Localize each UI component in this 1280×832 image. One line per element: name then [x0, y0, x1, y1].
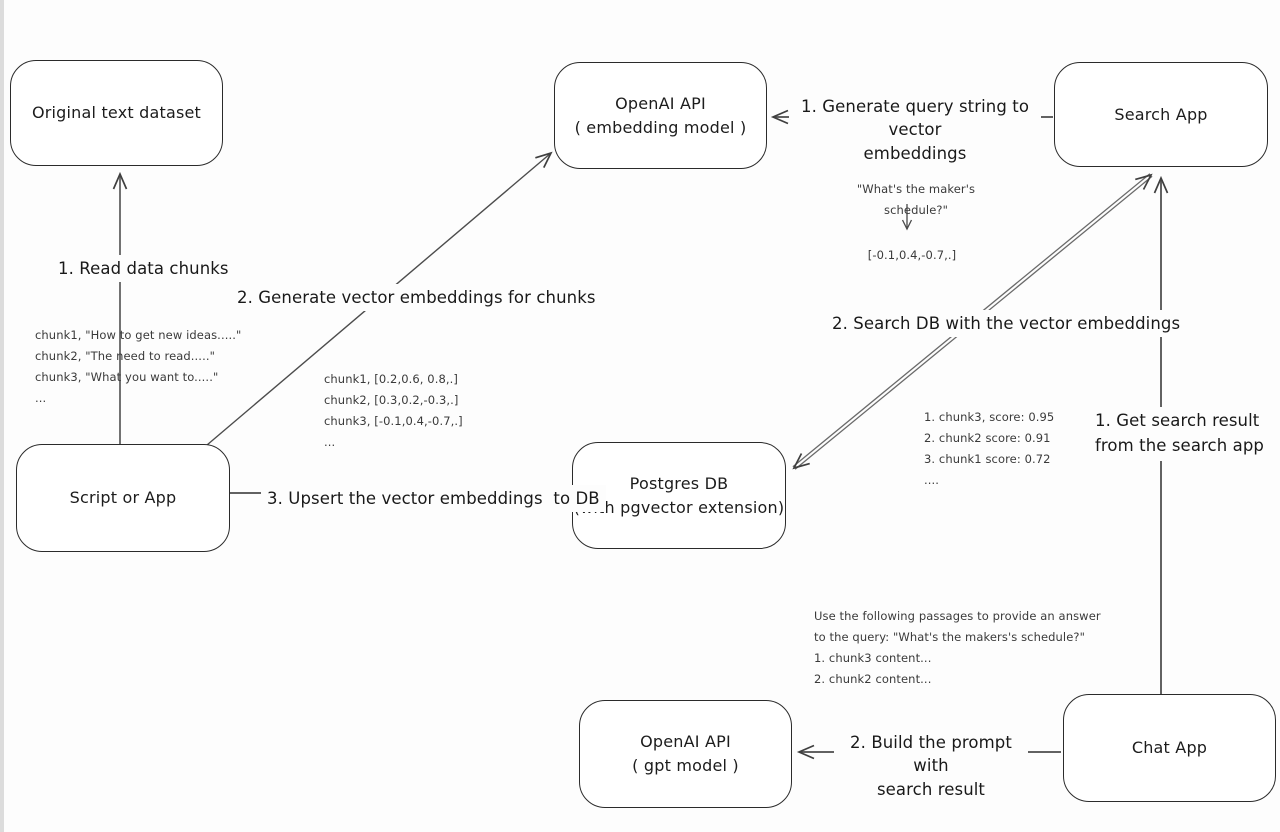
label-upsert-to-db: 3. Upsert the vector embeddings to DB — [261, 485, 606, 513]
page-edge-strip — [0, 0, 4, 832]
node-original-text-dataset: Original text dataset — [10, 60, 223, 166]
label-query-string-to-embedding: 1. Generate query string to vector embed… — [789, 93, 1041, 168]
annotation-chunk-texts: chunk1, "How to get new ideas....." chun… — [35, 328, 242, 405]
annotation-prompt-passages: Use the following passages to provide an… — [814, 609, 1101, 686]
node-openai-gpt-api: OpenAI API ( gpt model ) — [579, 700, 792, 808]
node-script-or-app: Script or App — [16, 444, 230, 552]
annotation-chunk-vectors: chunk1, [0.2,0.6, 0.8,.] chunk2, [0.3,0.… — [324, 372, 463, 449]
annotation-query-vector: [-0.1,0.4,-0.7,.] — [867, 248, 957, 262]
annotation-search-scores: 1. chunk3, score: 0.95 2. chunk2 score: … — [924, 410, 1055, 487]
label-build-prompt: 2. Build the prompt with search result — [834, 729, 1028, 804]
label-read-data-chunks: 1. Read data chunks — [52, 255, 235, 283]
annotation-query-string: "What's the maker's schedule?" — [856, 182, 979, 217]
label-generate-embeddings: 2. Generate vector embeddings for chunks — [231, 284, 602, 312]
node-search-app: Search App — [1054, 62, 1268, 167]
node-openai-embedding-api: OpenAI API ( embedding model ) — [554, 62, 767, 169]
node-chat-app: Chat App — [1063, 694, 1276, 802]
label-search-db: 2. Search DB with the vector embeddings — [826, 310, 1187, 338]
label-get-search-result: 1. Get search result from the search app — [1089, 407, 1270, 461]
